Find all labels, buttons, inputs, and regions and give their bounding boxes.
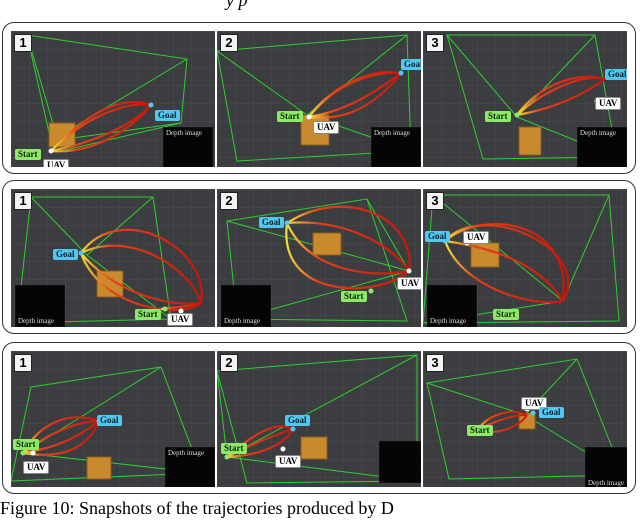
goal-label: Goal <box>53 249 78 260</box>
depth-image: Depth image <box>221 285 271 327</box>
start-label: Start <box>221 443 247 454</box>
uav-label: UAV <box>23 461 50 474</box>
goal-label: Goal <box>539 407 564 418</box>
depth-image-caption: Depth image <box>580 129 616 137</box>
scene-panel: 3 Start UAV Goal Depth image <box>423 31 627 167</box>
scene-panel: 1 Goal Start UAV Depth image <box>11 189 215 327</box>
scene-panel: 1 Start UAV Goal Depth image <box>11 31 215 167</box>
scene-panel: 2 Goal Start UAV Depth image <box>217 189 421 327</box>
depth-image-caption: Depth image <box>588 479 624 487</box>
uav-label: UAV <box>313 121 340 134</box>
panel-number: 2 <box>220 354 238 372</box>
depth-image-caption: Depth image <box>166 129 202 137</box>
start-label: Start <box>135 309 161 320</box>
depth-image: Depth image <box>15 285 65 327</box>
depth-image: Depth image <box>165 447 215 487</box>
uav-label: UAV <box>521 397 548 410</box>
uav-label: UAV <box>167 313 194 326</box>
snapshot-group-3: 1 Start UAV Goal Depth image 2 Start UAV <box>2 342 636 494</box>
depth-image: Depth image <box>163 127 213 167</box>
scene-graphic <box>217 189 421 327</box>
start-label: Start <box>13 439 39 450</box>
goal-label: Goal <box>285 415 310 426</box>
panel-number: 3 <box>426 192 444 210</box>
depth-image-caption: Depth image <box>224 317 260 325</box>
panel-number: 3 <box>426 34 444 52</box>
panel-number: 1 <box>14 34 32 52</box>
panel-number: 2 <box>220 34 238 52</box>
goal-label: Goal <box>605 69 627 80</box>
goal-label: Goal <box>425 231 450 242</box>
depth-image: Depth image <box>427 285 477 327</box>
start-label: Start <box>341 291 367 302</box>
uav-label: UAV <box>595 97 622 110</box>
header-fragment: y p <box>226 0 248 10</box>
snapshot-group-2: 1 Goal Start UAV Depth image 2 Goal <box>2 180 636 334</box>
panel-number: 1 <box>14 354 32 372</box>
depth-image: Depth image <box>585 447 627 487</box>
scene-graphic <box>11 31 215 167</box>
panel-number: 1 <box>14 192 32 210</box>
uav-label: UAV <box>397 277 421 290</box>
scene-graphic <box>217 351 421 487</box>
depth-image-caption: Depth image <box>18 317 54 325</box>
scene-panel: 1 Start UAV Goal Depth image <box>11 351 215 487</box>
depth-image-caption: Depth image <box>374 129 410 137</box>
panel-number: 2 <box>220 192 238 210</box>
goal-label: Goal <box>97 415 122 426</box>
scene-panel: 2 Start UAV Goal <box>217 351 421 487</box>
depth-image-caption: Depth image <box>168 449 204 457</box>
goal-label: Goal <box>401 59 421 70</box>
start-label: Start <box>277 111 303 122</box>
start-label: Start <box>485 111 511 122</box>
uav-label: UAV <box>43 159 70 167</box>
goal-label: Goal <box>259 217 284 228</box>
start-label: Start <box>15 149 41 160</box>
uav-label: UAV <box>275 455 302 468</box>
start-label: Start <box>467 425 493 436</box>
scene-panel: 2 Start UAV Goal Depth image <box>217 31 421 167</box>
depth-image <box>379 441 421 483</box>
panel-number: 3 <box>426 354 444 372</box>
snapshot-group-1: 1 Start UAV Goal Depth image 2 Start <box>2 22 636 174</box>
goal-label: Goal <box>155 110 180 121</box>
scene-panel: 3 Goal UAV Start Depth image <box>423 189 627 327</box>
depth-image-caption: Depth image <box>430 317 466 325</box>
figure-caption: Figure 10: Snapshots of the trajectories… <box>0 498 394 518</box>
depth-image: Depth image <box>371 127 421 167</box>
uav-label: UAV <box>463 231 490 244</box>
start-label: Start <box>493 309 519 320</box>
depth-image: Depth image <box>577 127 627 167</box>
scene-panel: 3 Start UAV Goal Depth image <box>423 351 627 487</box>
